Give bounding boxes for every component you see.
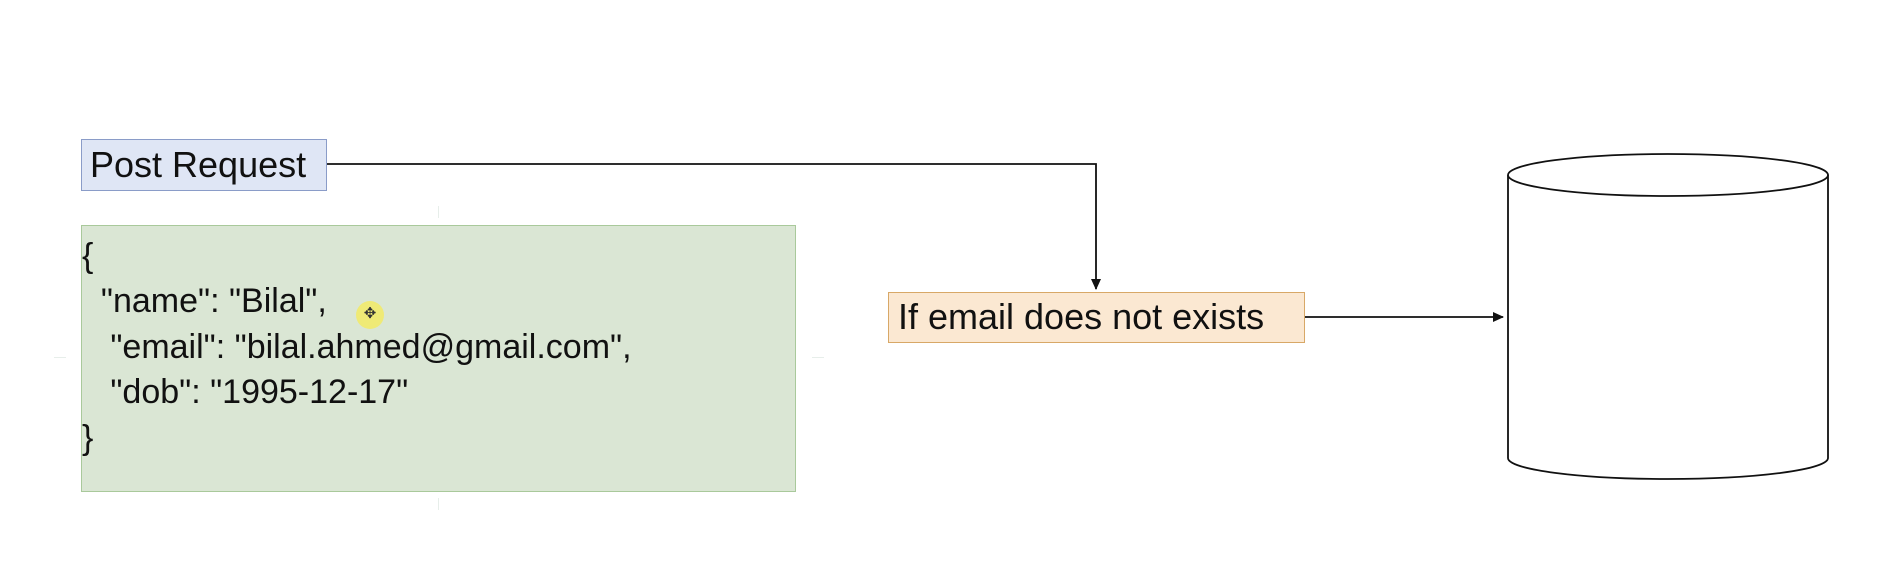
post-request-node[interactable]: Post Request	[81, 139, 327, 191]
json-line-dob: "dob": "1995-12-17"	[82, 373, 409, 411]
move-cursor-icon: ✥	[363, 304, 377, 322]
database-cylinder[interactable]	[1507, 153, 1829, 480]
selection-guide	[812, 357, 824, 358]
condition-label: If email does not exists	[898, 296, 1265, 337]
json-line-name: "name": "Bilal",	[82, 282, 327, 320]
json-line-email: "email": "bilal.ahmed@gmail.com",	[82, 328, 632, 366]
json-line-open-brace: {	[82, 237, 94, 275]
cursor-highlight	[356, 301, 384, 329]
selection-guide	[438, 498, 439, 510]
request-to-condition-arrow[interactable]	[327, 163, 1101, 290]
json-payload-node[interactable]: { "name": "Bilal", "email": "bilal.ahmed…	[54, 206, 824, 510]
condition-node[interactable]: If email does not exists	[888, 292, 1305, 343]
post-request-label: Post Request	[90, 144, 307, 185]
json-line-close-brace: }	[82, 419, 94, 457]
selection-guide	[438, 206, 439, 218]
selection-guide	[54, 357, 66, 358]
